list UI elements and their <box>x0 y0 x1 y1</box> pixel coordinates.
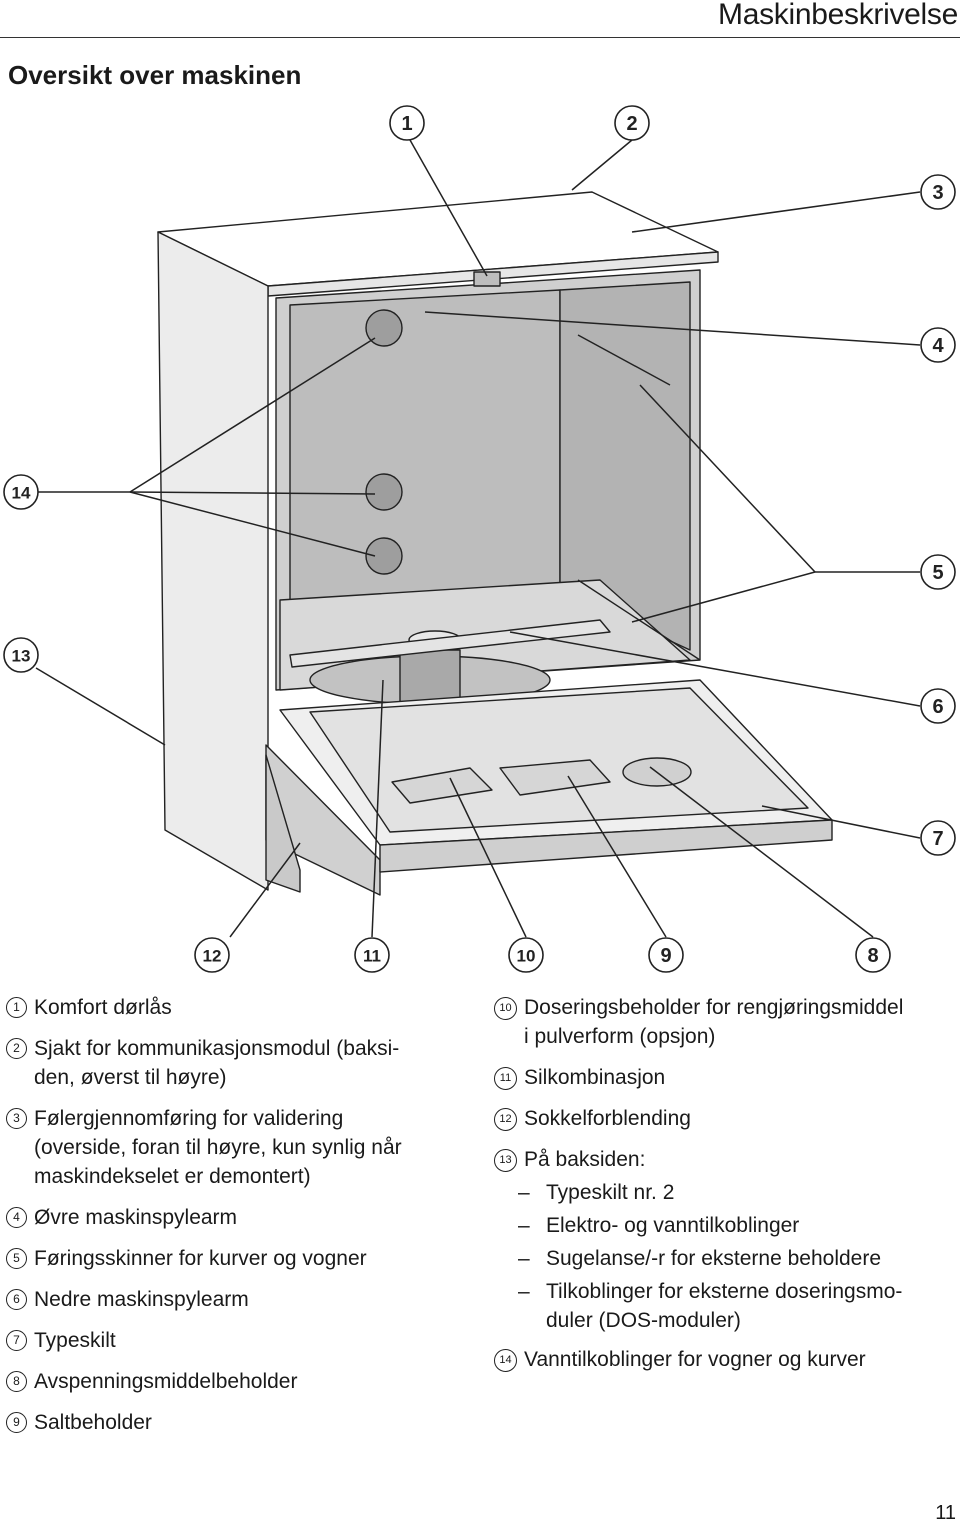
legend-num: 2 <box>6 1038 27 1059</box>
callout-8-label: 8 <box>867 945 878 967</box>
legend-item: 11 Silkombinasjon <box>494 1063 956 1092</box>
page-number: 11 <box>935 1502 956 1524</box>
legend-text: Nedre maskinspylearm <box>34 1288 249 1311</box>
legend-num: 3 <box>6 1108 27 1129</box>
callout-11-label: 11 <box>363 947 381 966</box>
callout-11 <box>354 937 390 973</box>
callout-7-label: 7 <box>932 828 943 850</box>
callout-3 <box>920 174 956 210</box>
callout-1 <box>389 105 425 141</box>
legend-num: 9 <box>6 1412 27 1433</box>
legend-num: 8 <box>6 1371 27 1392</box>
legend-item: 7 Typeskilt <box>6 1326 456 1355</box>
legend-text: Sokkelforblending <box>524 1107 691 1130</box>
legend-num: 12 <box>494 1108 517 1131</box>
callout-12-label: 12 <box>203 947 222 966</box>
header-rule <box>0 37 960 38</box>
legend-num: 10 <box>494 997 517 1020</box>
legend-text: Øvre maskinspylearm <box>34 1206 238 1229</box>
legend-item: 3 Følergjennomføring for validering (over… <box>6 1104 456 1191</box>
callout-3-label: 3 <box>932 182 943 204</box>
legend-item: 10 Doseringsbeholder for rengjøringsmidde… <box>494 993 956 1051</box>
callout-8 <box>855 937 891 973</box>
callout-4-label: 4 <box>932 335 944 357</box>
legend-item: 12 Sokkelforblending <box>494 1104 956 1133</box>
legend-item: 5 Føringsskinner for kurver og vogner <box>6 1244 456 1273</box>
legend-text: Komfort dørlås <box>34 996 172 1019</box>
legend-text: Føringsskinner for kurver og vogner <box>34 1247 367 1270</box>
legend-text: Typeskilt <box>34 1329 116 1352</box>
legend-text: Sjakt for kommunikasjonsmodul (baksi- de… <box>34 1037 400 1089</box>
legend-item: 13 På baksiden: <box>494 1145 956 1174</box>
callout-5 <box>920 554 956 590</box>
callout-10 <box>508 937 544 973</box>
legend-num: 13 <box>494 1149 517 1172</box>
callout-14-label: 14 <box>12 484 31 503</box>
legend-num: 14 <box>494 1349 517 1372</box>
legend-item: 8 Avspenningsmiddelbeholder <box>6 1367 456 1396</box>
callout-13 <box>3 637 39 673</box>
legend-text: Silkombinasjon <box>524 1066 666 1089</box>
legend-text: På baksiden: <box>524 1148 646 1171</box>
legend-item: 4 Øvre maskinspylearm <box>6 1203 456 1232</box>
legend-item: 14 Vanntilkoblinger for vogner og kurver <box>494 1345 956 1374</box>
callout-13-label: 13 <box>12 647 31 666</box>
callout-7 <box>920 820 956 856</box>
legend-num: 5 <box>6 1248 27 1269</box>
legend-text: Saltbeholder <box>34 1411 152 1434</box>
callout-9-label: 9 <box>660 945 671 967</box>
callout-6-label: 6 <box>932 696 943 718</box>
legend-subitem: Sugelanse/-r for eksterne beholdere <box>494 1244 956 1273</box>
legend-num: 7 <box>6 1330 27 1351</box>
legend-text: Avspenningsmiddelbeholder <box>34 1370 298 1393</box>
callout-4 <box>920 327 956 363</box>
machine-illustration: 1 2 3 4 5 6 7 8 9 10 11 12 13 14 <box>3 105 956 973</box>
legend-left: 1 Komfort dørlås 2 Sjakt for kommunikasjon… <box>6 993 456 1449</box>
callout-9 <box>648 937 684 973</box>
legend-item: 2 Sjakt for kommunikasjonsmodul (baksi- d… <box>6 1034 456 1092</box>
legend-subitem: Typeskilt nr. 2 <box>494 1178 956 1207</box>
legend-num: 4 <box>6 1207 27 1228</box>
callout-6 <box>920 688 956 724</box>
callout-5-label: 5 <box>932 562 943 584</box>
legend-text: Vanntilkoblinger for vogner og kurver <box>524 1348 866 1371</box>
section-title: Oversikt over maskinen <box>8 60 302 90</box>
legend-item: 6 Nedre maskinspylearm <box>6 1285 456 1314</box>
callout-10-label: 10 <box>517 947 536 966</box>
callout-14 <box>3 474 39 510</box>
header-title: Maskinbeskrivelse <box>718 0 958 31</box>
legend-item: 9 Saltbeholder <box>6 1408 456 1437</box>
legend-subitem: Tilkoblinger for eksterne doseringsmo- d… <box>494 1277 956 1335</box>
callout-12 <box>194 937 230 973</box>
legend-num: 11 <box>494 1067 517 1090</box>
legend-num: 1 <box>6 997 27 1018</box>
legend-subitem: Elektro- og vanntilkoblinger <box>494 1211 956 1240</box>
legend-item: 1 Komfort dørlås <box>6 993 456 1022</box>
legend-text: Følergjennomføring for validering (overs… <box>34 1107 402 1188</box>
legend-right: 10 Doseringsbeholder for rengjøringsmidde… <box>494 993 956 1386</box>
callout-1-label: 1 <box>401 113 412 135</box>
legend-num: 6 <box>6 1289 27 1310</box>
callout-2-label: 2 <box>626 113 637 135</box>
legend-text: Doseringsbeholder for rengjøringsmiddel … <box>524 996 904 1048</box>
callout-2 <box>614 105 650 141</box>
